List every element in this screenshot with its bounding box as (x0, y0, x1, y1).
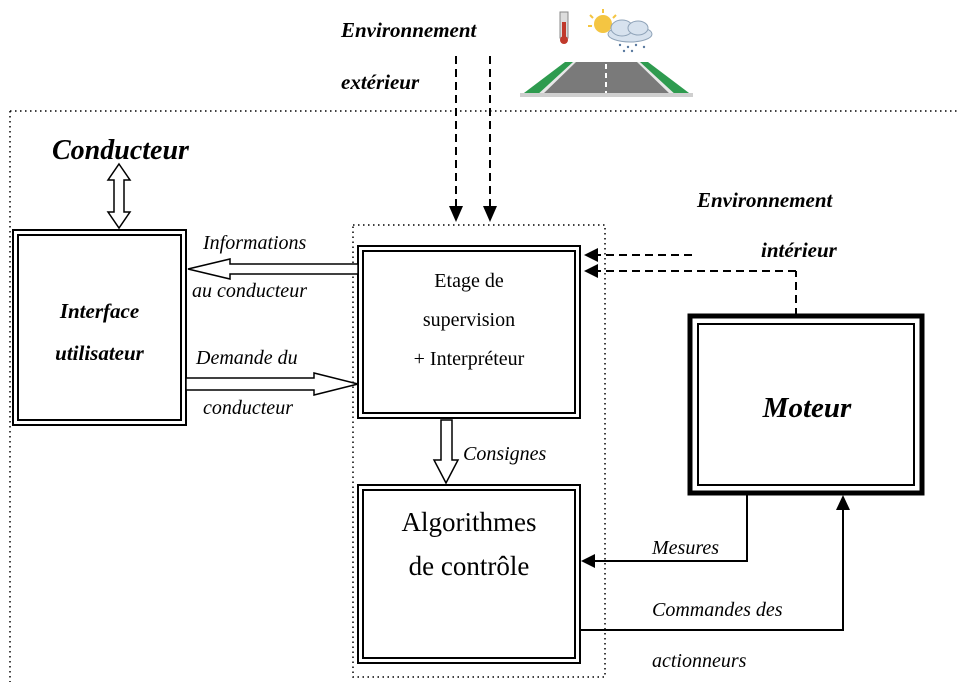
driver-request-label-line2: conducteur (203, 397, 293, 419)
supervision-title-line3: + Interpréteur (413, 348, 525, 370)
control-algorithms-title-line1: Algorithmes (401, 507, 537, 537)
interface-title: Interface utilisateur (18, 290, 181, 374)
driver-request-label: Demande du (196, 347, 298, 369)
external-environment-label: Environnement (341, 18, 477, 42)
interface-title-line2: utilisateur (55, 341, 144, 365)
interface-box (12, 229, 187, 426)
actuator-commands-line (580, 510, 844, 631)
internal-environment-label: Environnement (697, 188, 833, 212)
driver-request-arrow (185, 372, 359, 396)
supervision-box (357, 245, 581, 419)
setpoints-label: Consignes (463, 443, 547, 465)
engine-box (687, 313, 925, 496)
external-environment-label-line2: extérieur (341, 70, 420, 94)
interface-title-line1: Interface (59, 299, 140, 323)
driver-info-label-line2: au conducteur (192, 280, 307, 302)
control-algorithms-title: Algorithmes de contrôle (363, 500, 575, 588)
vehicle-boundary (9, 110, 957, 682)
driver-interface-arrow (106, 162, 132, 230)
driver-info-arrow (187, 258, 359, 280)
control-algorithms-box (357, 484, 581, 664)
internal-environment-arrows (598, 254, 797, 316)
external-environment-arrows (455, 56, 491, 206)
supervision-title: Etage de supervision + Interpréteur (363, 262, 575, 379)
driver-label: Conducteur (52, 135, 189, 166)
internal-environment-label-line2: intérieur (761, 238, 837, 262)
control-algorithms-title-line2: de contrôle (408, 551, 530, 581)
actuator-commands-label: Commandes des (652, 599, 783, 621)
driver-info-label: Informations (203, 232, 307, 254)
processing-boundary (352, 224, 606, 678)
setpoints-arrow (432, 419, 460, 485)
actuator-commands-label-line2: actionneurs (652, 650, 747, 672)
measurements-label: Mesures (652, 537, 720, 559)
engine-title: Moteur (762, 392, 852, 424)
weather-road-icon (520, 9, 693, 97)
supervision-title-line2: supervision (422, 309, 516, 331)
measurements-line (595, 494, 748, 562)
supervision-title-line1: Etage de (434, 270, 504, 292)
